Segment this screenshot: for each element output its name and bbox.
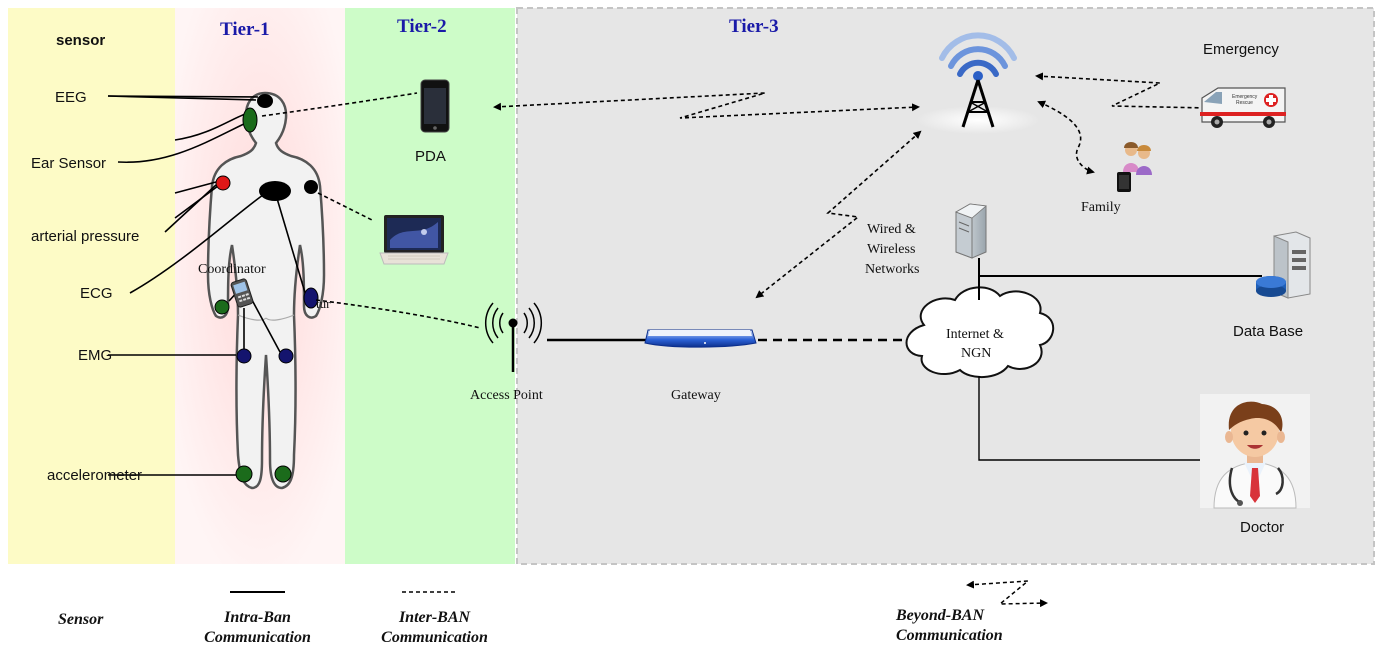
pda-label: PDA [415,148,446,165]
legend-intra-line1: Intra-Ban [224,609,291,626]
emergency-label: Emergency [1203,41,1279,58]
ambulance-text-2: Rescue [1236,100,1253,106]
sensor-ecg-node [259,181,291,201]
legend-sensor: Sensor [58,611,104,628]
sensor-label-arterial: arterial pressure [31,228,140,245]
body-inner-lines [237,314,295,321]
access-point-icon[interactable] [484,302,543,372]
sensor-label-emg: EMG [78,347,113,364]
cloud-label-line2: NGN [961,346,992,361]
legend-intra-line2: Communication [204,629,311,646]
sensor-emg-left-node [236,348,252,364]
ambulance-text-1: Emergency [1232,94,1258,100]
wired-label-line2: Wireless [867,242,916,257]
laptop-icon[interactable] [379,215,449,265]
internet-cloud [905,286,1055,378]
access-point-label: Access Point [470,388,543,403]
sensor-left-hand-node [214,299,230,315]
legend-inter: Inter-BAN Communication [366,608,503,648]
legend-intra: Intra-Ban Communication [190,608,325,648]
sensor-arterial-node [215,175,231,191]
human-body-outline [206,91,326,490]
tier1-title: Tier-1 [220,19,270,40]
legend-inter-line1: Inter-BAN [398,609,471,626]
tier3-title: Tier-3 [729,16,779,37]
wired-label-line1: Wired & [867,222,916,237]
coordinator-label: Coordinator [198,262,266,277]
database-label: Data Base [1233,323,1304,340]
sensor-zone-title: sensor [56,32,106,49]
sensor-label-ear: Ear Sensor [31,155,107,172]
cell-tower-icon[interactable] [916,32,1040,134]
gateway-label: Gateway [671,388,721,403]
database-icon [1256,231,1311,299]
beyond-ban-links [493,72,1210,299]
sensor-ear-node [242,107,258,133]
doctor-icon [1200,394,1310,509]
family-label: Family [1081,200,1121,215]
family-icon [1117,142,1152,192]
coordinator-fragment-label: tur [316,296,331,311]
legend-beyond: Beyond-BAN Communication [896,606,1003,646]
legend-beyond-arrow [966,580,1048,608]
legend-inter-line2: Communication [381,629,488,646]
legend-beyond-line1: Beyond-BAN [896,607,984,624]
gateway-icon[interactable] [644,329,757,348]
sensor-emg-right-node [278,348,294,364]
legend-beyond-line2: Communication [896,627,1003,644]
tier2-title: Tier-2 [397,16,447,37]
pda-icon[interactable] [420,79,450,133]
doctor-label: Doctor [1240,519,1285,536]
ambulance-icon: Emergency Rescue [1200,87,1286,128]
cloud-label-line1: Internet & [946,327,1004,342]
sensor-zone [8,8,175,564]
sensor-label-accelerometer: accelerometer [47,467,143,484]
network-links [978,258,1262,461]
coordinator-phone-icon [230,278,254,308]
sensor-accel-right-node [274,465,292,483]
sensor-right-hand-node [303,287,319,309]
wired-label-line3: Networks [865,262,920,277]
sensor-eeg-node [257,94,273,108]
inter-ban-links [261,92,905,342]
sensor-label-eeg: EEG [55,89,87,106]
sensor-accel-left-node [235,465,253,483]
sensor-shoulder-node [304,180,318,194]
server-icon [955,203,987,259]
sensor-label-ecg: ECG [80,285,113,302]
intra-ban-links [107,95,307,476]
